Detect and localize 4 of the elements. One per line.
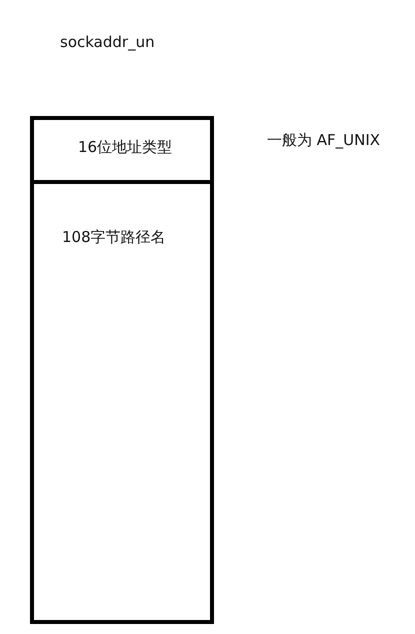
field-label: 108字节路径名 (62, 228, 166, 247)
annotation: 一般为 AF_UNIX (267, 131, 380, 150)
field-label: 16位地址类型 (78, 138, 172, 157)
title: sockaddr_un (60, 33, 155, 51)
